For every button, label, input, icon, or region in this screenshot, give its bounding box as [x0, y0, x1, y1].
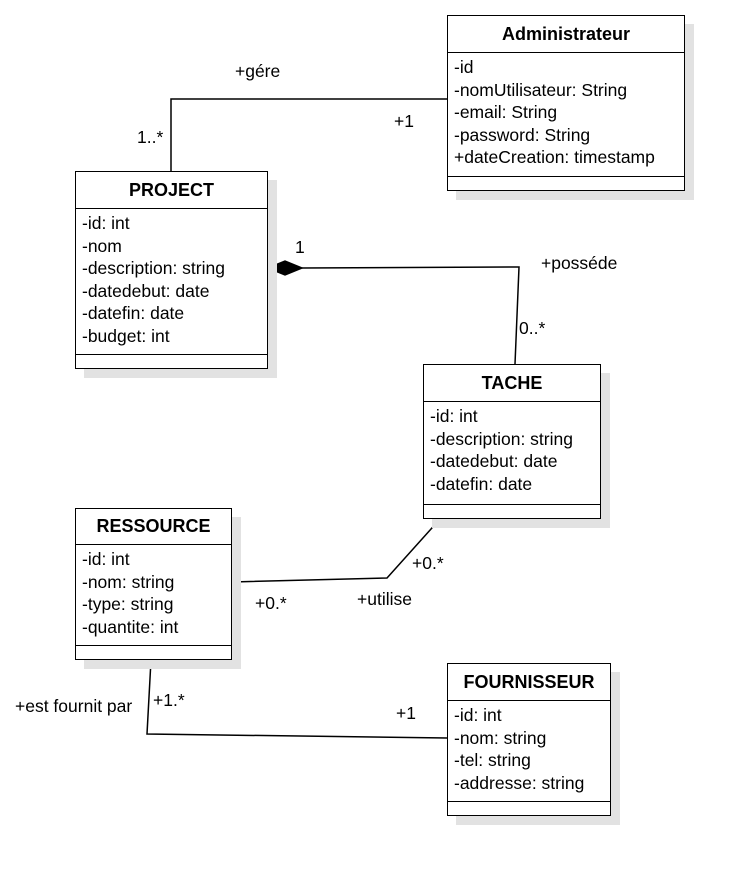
association-fournit-mult-fournisseur: +1	[396, 703, 416, 723]
association-utilise-name: +utilise	[357, 589, 412, 609]
association-utilise-mult-ressource: +0.*	[255, 593, 287, 613]
class-tache-attributes: -id: int -description: string -datedebut…	[424, 402, 600, 495]
association-gere-line	[170, 98, 447, 171]
class-fournisseur-methods	[448, 801, 610, 815]
class-tache-methods	[424, 504, 600, 518]
class-project-methods	[76, 354, 267, 368]
composition-diamond	[266, 260, 304, 276]
attribute: -id: int	[454, 705, 502, 725]
association-possede-name: +posséde	[541, 253, 618, 273]
class-fournisseur-attributes: -id: int -nom: string -tel: string -addr…	[448, 701, 610, 794]
attribute: -datefin: date	[82, 303, 185, 323]
attribute: -id: int	[430, 406, 478, 426]
association-possede-mult-tache: 0..*	[519, 318, 546, 338]
class-ressource-methods	[76, 645, 231, 659]
attribute: -datedebut: date	[82, 280, 210, 301]
composition-possede-line	[301, 266, 520, 365]
attribute: +dateCreation: timestamp	[454, 147, 655, 167]
attribute: -nom: string	[82, 571, 175, 592]
association-utilise-mult-tache: +0.*	[412, 553, 444, 573]
class-project-attributes: -id: int -nom -description: string -date…	[76, 209, 267, 347]
class-fournisseur-title: FOURNISSEUR	[448, 664, 610, 701]
association-gere-name: +gére	[235, 61, 281, 81]
association-possede-mult-project: 1	[295, 237, 305, 257]
class-administrateur-methods	[448, 176, 684, 190]
class-project[interactable]: PROJECT -id: int -nom -description: stri…	[75, 171, 268, 369]
attribute: -tel: string	[454, 750, 531, 770]
attribute: -type: string	[82, 594, 174, 614]
attribute: -budget: int	[82, 325, 170, 346]
attribute: -nom	[82, 235, 122, 256]
attribute: -nomUtilisateur: String	[454, 79, 628, 100]
association-fournit-name: +est fournit par	[15, 696, 133, 716]
class-ressource[interactable]: RESSOURCE -id: int -nom: string -type: s…	[75, 508, 232, 660]
association-gere-mult-admin: +1	[394, 111, 414, 131]
class-administrateur-attributes: -id -nomUtilisateur: String -email: Stri…	[448, 53, 684, 169]
class-tache-title: TACHE	[424, 365, 600, 402]
attribute: -id: int	[82, 549, 130, 569]
attribute: -password: String	[454, 124, 591, 145]
attribute: -description: string	[82, 258, 225, 278]
class-administrateur-title: Administrateur	[448, 16, 684, 53]
class-tache[interactable]: TACHE -id: int -description: string -dat…	[423, 364, 601, 519]
attribute: -id	[454, 57, 474, 77]
attribute: -nom: string	[454, 727, 547, 748]
attribute: -datedebut: date	[430, 451, 558, 471]
attribute: -addresse: string	[454, 772, 585, 793]
attribute: -quantite: int	[82, 616, 179, 637]
attribute: -email: String	[454, 102, 558, 122]
class-ressource-attributes: -id: int -nom: string -type: string -qua…	[76, 545, 231, 638]
attribute: -datefin: date	[430, 473, 533, 494]
attribute: -id: int	[82, 213, 130, 233]
attribute: -description: string	[430, 428, 573, 449]
class-project-title: PROJECT	[76, 172, 267, 209]
class-ressource-title: RESSOURCE	[76, 509, 231, 545]
association-fournit-line	[146, 659, 448, 739]
association-utilise-line	[231, 518, 441, 583]
class-administrateur[interactable]: Administrateur -id -nomUtilisateur: Stri…	[447, 15, 685, 191]
association-fournit-mult-ressource: +1.*	[153, 690, 185, 710]
association-gere-mult-project: 1..*	[137, 127, 164, 147]
class-fournisseur[interactable]: FOURNISSEUR -id: int -nom: string -tel: …	[447, 663, 611, 816]
